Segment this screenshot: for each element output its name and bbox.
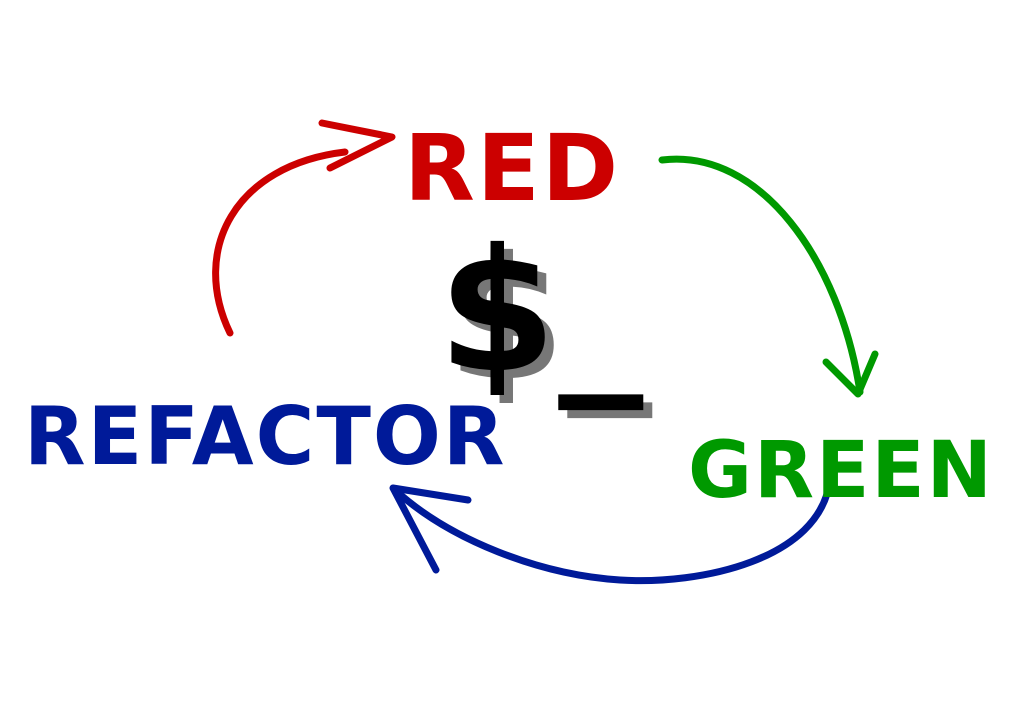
stage-label-green: GREEN: [688, 426, 994, 516]
stage-label-red: RED: [404, 115, 620, 222]
stage-label-refactor: REFACTOR: [24, 390, 507, 483]
arrow-refactor-to-red: [212, 119, 396, 337]
arrow-green-to-refactor: [389, 476, 834, 585]
center-symbol: $_: [438, 213, 645, 411]
arrow-red-to-green: [658, 155, 879, 398]
center-symbol-shadow: $_: [447, 221, 654, 419]
